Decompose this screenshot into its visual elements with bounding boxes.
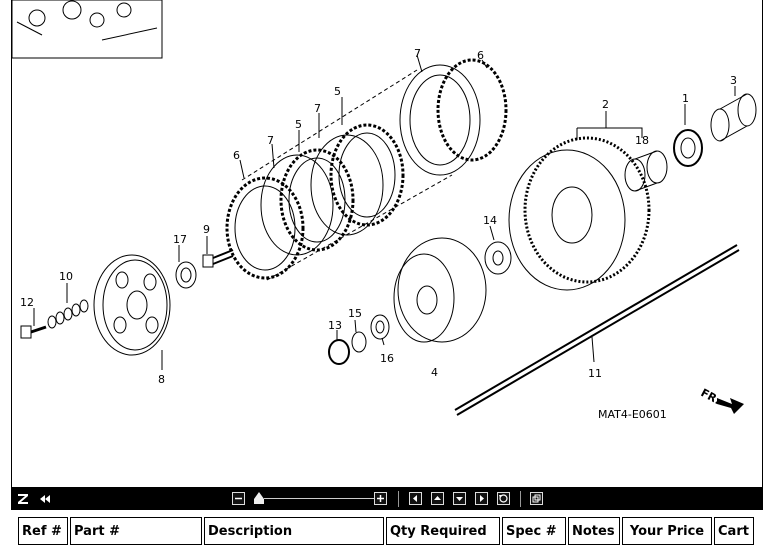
pan-right-icon[interactable] (475, 492, 488, 505)
part-clutch-plates (225, 58, 508, 281)
ref-label-14: 14 (483, 214, 497, 227)
part-13-nut (328, 339, 350, 365)
leader-lines (33, 54, 736, 370)
table-header-row: Ref # Part # Description Qty Required Sp… (18, 517, 754, 545)
ref-label-9: 9 (203, 223, 210, 236)
col-ref: Ref # (18, 517, 68, 545)
part-2-clutch-outer (508, 136, 651, 291)
part-14-thrust-washer (484, 241, 512, 275)
ref-label-17: 17 (173, 233, 187, 246)
col-spec: Spec # (502, 517, 566, 545)
front-direction-arrow: FR. (699, 386, 744, 414)
zoom-slider-thumb[interactable] (254, 492, 264, 504)
ref-label-4: 4 (431, 366, 438, 379)
ref-label-7b: 7 (314, 102, 321, 115)
ref-label-12: 12 (20, 296, 34, 309)
diagram-code: MAT4-E0601 (598, 408, 667, 421)
pan-down-icon[interactable] (453, 492, 466, 505)
ref-label-13: 13 (328, 319, 342, 332)
parts-diagram-viewer[interactable]: FR. MAT4-E0601 (11, 0, 763, 488)
part-4-clutch-center (393, 237, 487, 343)
ref-label-5a: 5 (295, 118, 302, 131)
toolbar-divider (520, 491, 521, 507)
pan-left-icon[interactable] (409, 492, 422, 505)
part-17-bearing (175, 261, 197, 289)
ref-label-3: 3 (730, 74, 737, 87)
zoom-out-icon[interactable] (232, 492, 245, 505)
zoom-slider[interactable] (264, 498, 377, 499)
part-15-washer (351, 331, 367, 353)
part-12-bolt (20, 325, 47, 339)
pan-up-icon[interactable] (431, 492, 444, 505)
logo-icon (18, 494, 28, 504)
ref-label-6b: 6 (477, 49, 484, 62)
col-description: Description (204, 517, 384, 545)
ref-label-2: 2 (602, 98, 609, 111)
clutch-exploded-diagram: FR. MAT4-E0601 (12, 0, 757, 421)
zoom-in-icon[interactable] (374, 492, 387, 505)
part-18-needle-bearing (624, 150, 668, 192)
reset-icon[interactable] (497, 492, 510, 505)
ref-label-6a: 6 (233, 149, 240, 162)
col-part-number: Part # (70, 517, 202, 545)
ref-label-7c: 7 (414, 47, 421, 60)
new-window-icon[interactable] (530, 492, 543, 505)
col-notes: Notes (568, 517, 620, 545)
parts-table: Ref # Part # Description Qty Required Sp… (16, 515, 756, 547)
toolbar-divider (398, 491, 399, 507)
part-8-pressure-plate (93, 254, 171, 356)
ref-label-5b: 5 (334, 85, 341, 98)
col-cart: Cart (714, 517, 754, 545)
part-1-lock-nut (673, 129, 703, 167)
ref-label-15: 15 (348, 307, 362, 320)
thumbnail-inset[interactable] (12, 0, 163, 59)
ref-label-16: 16 (380, 352, 394, 365)
ref-label-18: 18 (635, 134, 649, 147)
ref-label-11: 11 (588, 367, 602, 380)
rewind-icon[interactable] (39, 494, 51, 504)
ref-label-10: 10 (59, 270, 73, 283)
col-qty-required: Qty Required (386, 517, 500, 545)
part-9-lifter (202, 249, 234, 268)
col-your-price: Your Price (622, 517, 712, 545)
ref-label-8: 8 (158, 373, 165, 386)
part-16-washer (370, 314, 390, 340)
viewer-toolbar (11, 488, 763, 510)
part-10-spring (47, 299, 89, 329)
ref-label-7a: 7 (267, 134, 274, 147)
ref-label-1: 1 (682, 92, 689, 105)
part-11-push-rod (454, 244, 740, 416)
part-3-collar (710, 93, 757, 142)
